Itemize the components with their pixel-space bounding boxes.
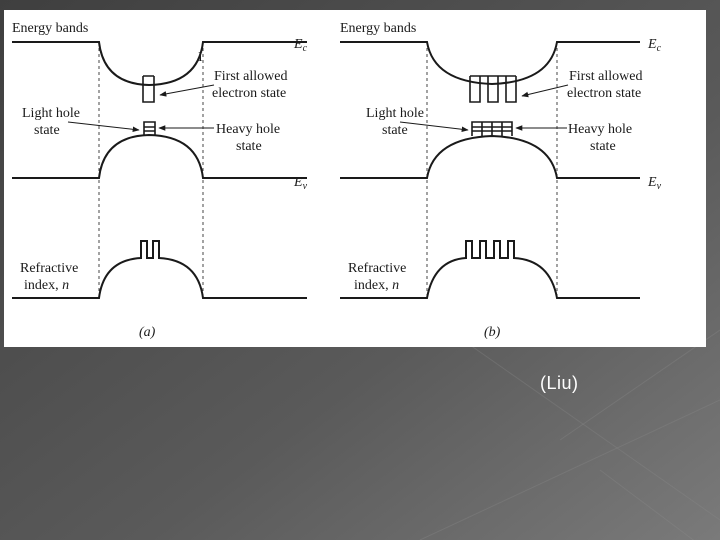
panel-b-light-hole-arrow [399, 121, 469, 133]
panel-b-first-allowed-line2: electron state [567, 86, 641, 101]
panel-a-energy-bands-label: Energy bands [12, 21, 88, 36]
panel-a-first-allowed-line2: electron state [212, 86, 286, 101]
panel-b-heavy-hole-line2: state [590, 139, 616, 154]
panel-a-electron-arrow [159, 84, 215, 97]
panel-b-sublabel: (b) [484, 325, 501, 340]
panel-b-conduction-band [340, 41, 640, 86]
panel-a-refractive-line1: Refractive [20, 261, 78, 276]
background-streaks [419, 329, 720, 540]
figure-panel: Energy bands Ec Ev First allowed electro… [4, 10, 706, 347]
panel-a-electron-state [142, 85, 155, 103]
panel-a-stray-mark: I [198, 50, 203, 65]
panel-a-light-hole-arrow [67, 121, 140, 133]
panel-a-valence-band [12, 133, 307, 179]
panel-b [340, 41, 640, 300]
panel-b-labels: Energy bands Ec Ev First allowed electro… [340, 21, 662, 340]
panel-a-heavy-hole-line1: Heavy hole [216, 122, 280, 137]
panel-a-light-hole-line2: state [34, 123, 60, 138]
panel-b-ev-label: Ev [647, 175, 662, 192]
panel-b-refractive-line1: Refractive [348, 261, 406, 276]
panel-b-hole-states [471, 121, 513, 136]
panel-a-heavy-hole-line2: state [236, 139, 262, 154]
panel-b-first-allowed-line1: First allowed [569, 69, 643, 84]
panel-a-labels: Energy bands Ec Ev First allowed electro… [12, 21, 308, 340]
panel-a-first-allowed-line1: First allowed [214, 69, 288, 84]
quantum-well-figure: Energy bands Ec Ev First allowed electro… [12, 21, 662, 340]
source-caption: (Liu) [540, 373, 579, 393]
panel-b-light-hole-line1: Light hole [366, 106, 424, 121]
panel-b-ec-label: Ec [647, 37, 662, 54]
panel-b-light-hole-line2: state [382, 123, 408, 138]
panel-a-sublabel: (a) [139, 325, 156, 340]
panel-b-refractive-line2: index, n [354, 278, 399, 293]
panel-a [12, 41, 307, 300]
panel-b-electron-states [469, 84, 517, 103]
panel-a-ev-label: Ev [293, 175, 308, 192]
panel-b-electron-arrow [521, 84, 569, 98]
panel-a-light-hole-line1: Light hole [22, 106, 80, 121]
panel-a-refractive-line2: index, n [24, 278, 69, 293]
panel-b-energy-bands-label: Energy bands [340, 21, 416, 36]
panel-a-refractive-index [12, 240, 307, 299]
panel-a-hole-states [143, 121, 156, 135]
panel-b-heavy-hole-line1: Heavy hole [568, 122, 632, 137]
panel-b-refractive-index [340, 240, 640, 299]
panel-a-ec-label: Ec [293, 37, 308, 54]
panel-a-conduction-band [12, 41, 307, 87]
